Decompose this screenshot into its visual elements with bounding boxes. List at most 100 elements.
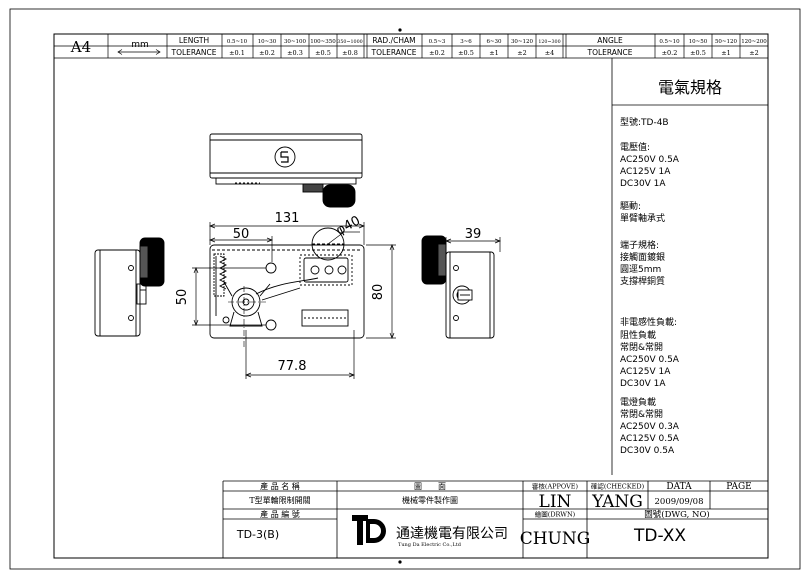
- dim-height: 80: [371, 284, 386, 301]
- length-range-5: 350~1000: [337, 39, 362, 45]
- dimension-lines: [192, 222, 501, 379]
- drawer-name: CHUNG: [520, 529, 591, 549]
- angle-label: ANGLE: [597, 36, 623, 45]
- radcham-tolerance-label: TOLERANCE: [370, 48, 416, 57]
- dim-diameter: φ40: [334, 213, 363, 238]
- radcham-tol-4: ±2: [517, 49, 527, 57]
- angle-tol-4: ±2: [749, 49, 759, 57]
- spec-nonind-title: 非電感性負載:: [620, 316, 677, 328]
- dwg-number: TD-XX: [633, 526, 686, 546]
- drawn-label: 繪圖(DRWN): [535, 510, 576, 519]
- outer-frame: [9, 8, 801, 570]
- spec-rating-title: 電壓值:: [620, 141, 650, 153]
- spec-nonind-5: DC30V 1A: [620, 379, 666, 389]
- radcham-label: RAD./CHAM: [372, 36, 415, 45]
- dim-offset: 50: [233, 227, 250, 242]
- paper-size: A4: [70, 38, 91, 56]
- radcham-tol-5: ±4: [545, 49, 555, 57]
- top-view: [209, 133, 363, 208]
- radcham-tol-3: ±1: [489, 49, 499, 57]
- length-tol-1: ±0.1: [229, 49, 245, 57]
- center-mark-bottom: [398, 560, 402, 564]
- spec-motor-4: DC30V 0.5A: [620, 446, 675, 456]
- approve-label: 審核(APPOVE): [532, 482, 579, 491]
- spec-terminal-2: 圓逕5mm: [620, 264, 661, 275]
- length-tol-3: ±0.3: [287, 49, 303, 57]
- angle-range-1: 0.5~10: [659, 39, 680, 45]
- spec-motor-3: AC125V 0.5A: [620, 434, 680, 444]
- spec-nonind-4: AC125V 1A: [620, 367, 671, 377]
- right-side-view: [421, 235, 495, 339]
- radcham-tol-2: ±0.5: [458, 49, 474, 57]
- dim-width: 131: [275, 211, 300, 226]
- dim-depth: 39: [465, 227, 482, 242]
- angle-range-4: 120~200: [741, 39, 767, 45]
- length-tol-4: ±0.5: [315, 49, 331, 57]
- unit-arrow: [117, 49, 161, 55]
- radcham-range-4: 30~120: [511, 39, 534, 45]
- angle-tol-1: ±0.2: [662, 49, 678, 57]
- angle-tolerance-label: TOLERANCE: [586, 48, 632, 57]
- spec-drive-text: 單臂軸承式: [620, 212, 665, 224]
- radcham-range-5: 120~300: [538, 39, 560, 45]
- dwg-label: 圖號(DWG, NO): [644, 509, 709, 520]
- left-side-view: [94, 237, 165, 337]
- length-range-2: 10~30: [258, 39, 277, 45]
- radcham-range-3: 6~30: [486, 39, 502, 45]
- checked-label: 確認(CHECKED): [591, 482, 645, 491]
- drawing-date: 2009/09/08: [655, 497, 704, 507]
- length-tol-5: ±0.8: [342, 49, 358, 57]
- dim-inner-height: 50: [175, 289, 190, 306]
- angle-range-3: 50~120: [715, 39, 738, 45]
- drawing-name: 機械零件製作圖: [402, 495, 458, 505]
- spec-nonind-1: 阻性負載: [620, 329, 656, 341]
- spec-motor-title: 電燈負載: [620, 396, 656, 408]
- title-block: [222, 480, 768, 558]
- spec-terminal-3: 支撐桿銅質: [620, 275, 665, 287]
- length-range-1: 0.5~10: [227, 39, 248, 45]
- product-no-label: 產 品 編 號: [260, 509, 300, 519]
- length-tol-2: ±0.2: [259, 49, 275, 57]
- unit-label: mm: [131, 40, 149, 50]
- front-view: [209, 227, 365, 348]
- spec-title: 電氣規格: [658, 78, 722, 97]
- angle-tol-3: ±1: [721, 49, 731, 57]
- inner-frame: [53, 33, 769, 559]
- company-logo-icon: [352, 515, 386, 545]
- radcham-range-1: 0.5~3: [429, 39, 446, 45]
- spec-panel: [611, 58, 768, 475]
- product-name-label: 產 品 名 稱: [260, 481, 300, 491]
- drawing-label: 圖 面: [414, 482, 446, 491]
- dim-bottom: 77.8: [278, 359, 307, 374]
- company-name-cn: 通達機電有限公司: [396, 526, 508, 542]
- spec-rating-1: AC250V 0.5A: [620, 155, 680, 165]
- length-range-3: 30~100: [284, 39, 307, 45]
- radcham-range-2: 3~6: [460, 39, 472, 45]
- spec-rating-3: DC30V 1A: [620, 179, 666, 189]
- radcham-tol-1: ±0.2: [429, 49, 445, 57]
- angle-tol-2: ±0.5: [690, 49, 706, 57]
- product-no: TD-3(B): [236, 528, 279, 541]
- checker-name: YANG: [591, 492, 643, 512]
- angle-range-2: 10~50: [689, 39, 708, 45]
- length-range-4: 100~350: [310, 39, 336, 45]
- data-label: DATA: [666, 482, 692, 492]
- center-mark-top: [398, 28, 402, 32]
- approver-name: LIN: [539, 492, 572, 512]
- length-label: LENGTH: [179, 36, 209, 45]
- spec-terminal-title: 端子規格:: [620, 239, 659, 251]
- spec-nonind-2: 常閉&常開: [620, 341, 663, 353]
- spec-drive-title: 驅動:: [620, 201, 641, 212]
- length-tolerance-label: TOLERANCE: [170, 48, 216, 57]
- product-name: T型單輪限制開關: [249, 495, 310, 505]
- spec-terminal-1: 接觸面鍍銀: [620, 251, 665, 263]
- tolerance-header: [54, 34, 768, 59]
- spec-motor-1: 常閉&常開: [620, 408, 663, 420]
- spec-nonind-3: AC250V 0.5A: [620, 355, 680, 365]
- spec-model: 型號:TD-4B: [620, 116, 669, 128]
- company-name-en: Tung Da Electric Co.,Ltd: [398, 542, 462, 548]
- spec-rating-2: AC125V 1A: [620, 167, 671, 177]
- page-label: PAGE: [726, 482, 752, 492]
- spec-motor-2: AC250V 0.3A: [620, 422, 680, 432]
